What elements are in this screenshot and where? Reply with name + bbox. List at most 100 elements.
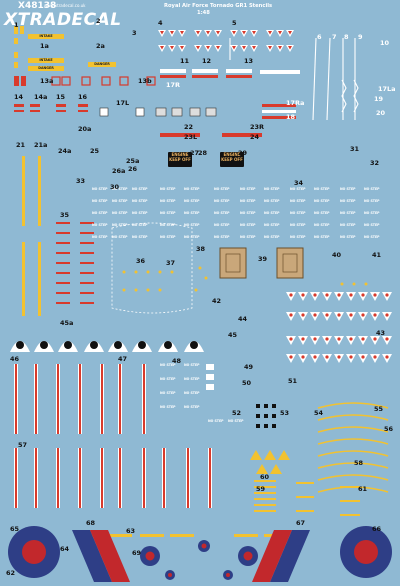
decal-number-label: 26 [128,165,138,173]
intake-label: INTAKE [28,34,64,39]
sheet-title: Royal Air Force Tornado GR1 Stencils [164,3,273,9]
no-step-stencil: NO STEP [160,211,176,215]
decal-number-label: 39 [258,255,268,263]
no-step-stencil: NO STEP [214,223,230,227]
decal-number-label: 60 [260,473,270,481]
yellow-stripes-65 [254,480,360,516]
no-step-stencil: NO STEP [160,235,176,239]
decal-number-label: 51 [288,377,298,385]
decal-number-label: 40 [332,251,342,259]
no-step-stencil: NO STEP [92,199,108,203]
engine-intake-sign: ENGINE KEEP OFF [220,152,244,167]
white-blocks-54 [206,364,214,390]
no-step-stencil: NO STEP [340,211,356,215]
decal-number-label: 68 [86,519,96,527]
no-step-stencil: NO STEP [160,377,176,381]
decal-number-label: 61 [358,485,368,493]
warning-triangles-47 [286,292,392,363]
decal-number-label: 4 [158,19,163,27]
no-step-stencil: NO STEP [132,211,148,215]
brand-logo: XTRADECAL [4,10,122,30]
decal-number-label: 57 [18,441,28,449]
no-step-stencil: NO STEP [290,187,306,191]
no-step-stencil: NO STEP [264,199,280,203]
decal-number-label: 9 [358,33,363,41]
sheet-code: X48138 [18,1,57,11]
no-step-stencil: NO STEP [364,187,380,191]
intake-label: INTAKE [28,58,64,63]
decal-number-label: 12 [202,57,212,65]
no-step-stencil: NO STEP [340,235,356,239]
no-step-stencil: NO STEP [290,199,306,203]
no-step-stencil: NO STEP [364,223,380,227]
no-step-stencil: NO STEP [214,187,230,191]
decal-number-label: 38 [196,245,206,253]
no-step-stencil: NO STEP [112,187,128,191]
roundel-icon [8,526,392,578]
decal-number-label: 3 [132,29,137,37]
no-step-stencil: NO STEP [92,235,108,239]
no-step-stencil: NO STEP [160,363,176,367]
no-step-stencil: NO STEP [264,211,280,215]
decal-number-label: 18 [286,113,296,121]
decal-number-label: 45a [60,319,74,327]
no-step-stencil: NO STEP [184,211,200,215]
no-step-stencil: NO STEP [112,211,128,215]
no-step-stencil: NO STEP [184,391,200,395]
decal-number-label: 64 [60,545,70,553]
decal-number-label: 27 [190,149,200,157]
decal-number-label: 26a [112,167,126,175]
decal-number-label: 48 [172,357,182,365]
decal-number-label: 13 [244,57,254,65]
no-step-stencil: NO STEP [214,235,230,239]
decal-number-label: 17La [378,85,396,93]
decal-number-label: 66 [372,525,382,533]
decal-number-label: 54 [314,409,324,417]
decal-number-label: 16 [78,93,88,101]
fin-flash-icon [72,530,310,582]
decal-number-label: 23R [250,123,265,131]
decal-number-label: 69 [132,549,142,557]
no-step-stencil: NO STEP [160,187,176,191]
no-step-stencil: NO STEP [240,199,256,203]
decal-number-label: 11 [180,57,190,65]
no-step-stencil: NO STEP [290,235,306,239]
decal-number-label: 34 [294,179,304,187]
decal-number-label: 31 [350,145,360,153]
decal-number-label: 2 [96,17,101,25]
stencil-bars-17 [14,104,88,112]
decal-number-label: 19 [374,95,384,103]
no-step-stencil: NO STEP [240,187,256,191]
no-step-stencil: NO STEP [184,223,200,227]
decal-number-label: 14a [34,93,48,101]
sheet-scale: 1:48 [197,10,210,16]
ejection-seat-icon [10,341,204,352]
no-step-stencil: NO STEP [132,199,148,203]
decal-number-label: 49 [244,363,254,371]
no-step-stencil: NO STEP [240,223,256,227]
no-step-stencil: NO STEP [214,211,230,215]
no-step-stencil: NO STEP [314,223,330,227]
no-step-stencil: NO STEP [112,223,128,227]
decal-number-label: 59 [256,485,266,493]
decal-number-label: 50 [242,379,252,387]
decal-number-label: 46 [10,355,20,363]
no-step-stencil: NO STEP [364,199,380,203]
no-step-stencil: NO STEP [160,223,176,227]
no-step-stencil: NO STEP [160,391,176,395]
yellow-triangles-64 [250,450,290,474]
no-step-stencil: NO STEP [340,187,356,191]
panel-outline-41 [111,222,193,314]
decal-number-label: 23L [184,133,198,141]
warning-triangle-icon [158,30,294,52]
no-step-stencil: NO STEP [214,199,230,203]
no-step-stencil: NO STEP [132,235,148,239]
engine-intake-sign: ENGINE KEEP OFF [168,152,192,167]
decal-number-label: 43 [376,329,386,337]
decal-number-label: 35 [60,211,70,219]
decal-number-label: 17R [166,81,181,89]
no-step-stencil: NO STEP [160,405,176,409]
no-step-stencil: NO STEP [314,187,330,191]
decal-number-label: 52 [232,409,242,417]
decal-number-label: 45 [228,331,238,339]
